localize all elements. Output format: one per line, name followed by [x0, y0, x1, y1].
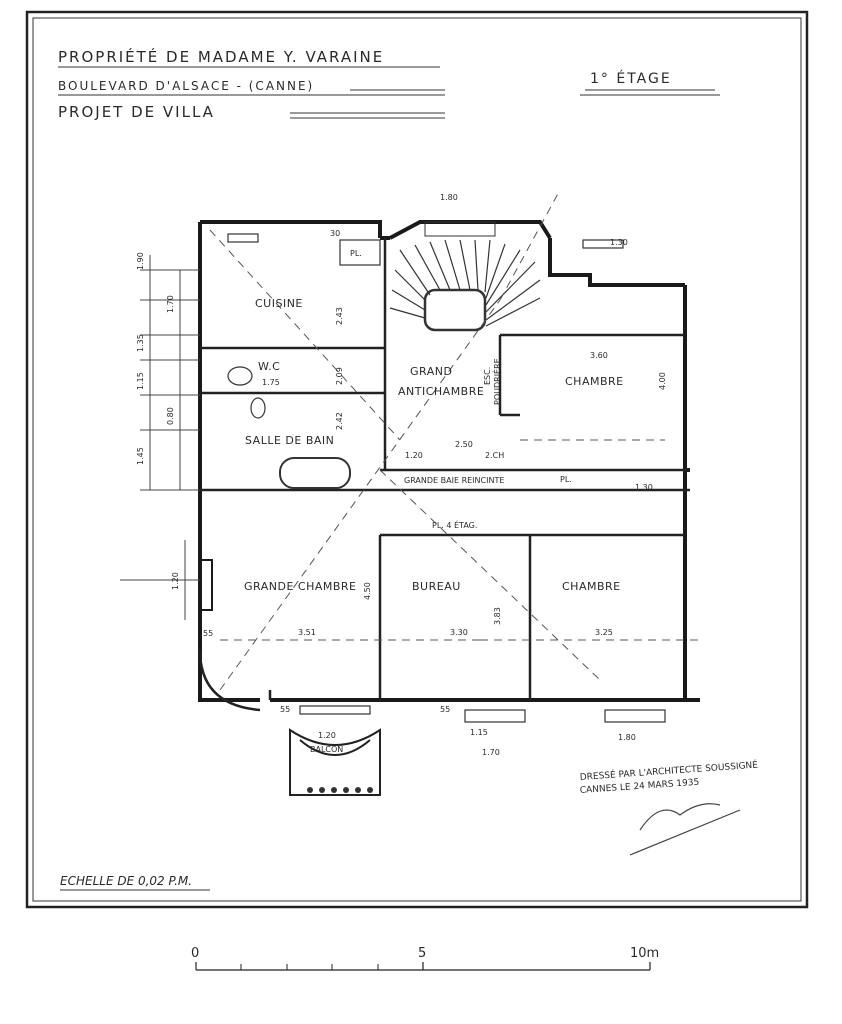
- dim-bureau-w: 3.30: [450, 628, 468, 637]
- title-line-3: PROJET DE VILLA: [58, 103, 215, 121]
- dim-ant-w: 2.50: [455, 440, 473, 449]
- title-line-1: PROPRIÉTÉ DE MADAME Y. VARAINE: [58, 47, 384, 66]
- dim-top-stair: 1.80: [440, 193, 458, 202]
- dim-gc-h: 4.50: [363, 582, 372, 600]
- scale-label-min: 0: [191, 946, 199, 961]
- dim-balcony-w: 1.20: [318, 731, 336, 740]
- dim-wc-h: 2.09: [335, 367, 344, 385]
- room-antichambre: ANTICHAMBRE: [398, 385, 484, 398]
- balcony: [289, 728, 381, 796]
- room-grande-chambre: GRANDE CHAMBRE: [244, 580, 357, 593]
- handwritten-signature: [629, 803, 741, 856]
- dim-left-1: 1.90: [136, 252, 145, 270]
- dim-bain-h: 2.42: [335, 412, 344, 430]
- staircase: [389, 221, 541, 332]
- dim-cuisine-h: 2.43: [335, 307, 344, 325]
- room-salle-de-bain: SALLE DE BAIN: [245, 434, 334, 447]
- dim-bottom-1: 1.15: [470, 728, 488, 737]
- dim-ant-right: 2.CH: [485, 451, 504, 460]
- outer-frame: [25, 10, 809, 909]
- stair-label-2: POUDRIÈRE: [491, 358, 502, 405]
- dim-left-4: 1.15: [136, 372, 145, 390]
- inner-frame: [32, 17, 802, 902]
- dim-chambre-w: 3.60: [590, 351, 608, 360]
- balcony-label: BALCON: [310, 745, 343, 754]
- room-pl-mid: PL.: [560, 475, 572, 484]
- dim-corner-3: 55: [440, 705, 450, 714]
- title-line-2: BOULEVARD D'ALSACE - (CANNE): [58, 79, 314, 93]
- room-grande-baie: GRANDE BAIE REINCINTE: [404, 476, 504, 485]
- room-pl-top: PL.: [350, 249, 362, 258]
- scale-note: ECHELLE DE 0,02 P.M.: [60, 874, 192, 888]
- interior-walls: [200, 238, 690, 700]
- dim-bottom-3: 1.80: [618, 733, 636, 742]
- room-grand-1: GRAND: [410, 365, 452, 378]
- stair-label-1: ESC.: [483, 367, 492, 385]
- dim-chambre2-w: 3.25: [595, 628, 613, 637]
- dim-left-3: 1.35: [136, 334, 145, 352]
- dim-top-small: 30: [330, 229, 340, 238]
- dim-bottom-2: 1.70: [482, 748, 500, 757]
- dim-chambre-h: 4.00: [658, 372, 667, 390]
- room-bureau: BUREAU: [412, 580, 461, 593]
- dim-top-right: 1.30: [610, 238, 628, 247]
- dim-gc-w: 3.51: [298, 628, 316, 637]
- dim-left-7: 1.20: [171, 572, 180, 590]
- dim-left-5: 0.80: [166, 407, 175, 425]
- dim-bureau-h: 3.83: [493, 607, 502, 625]
- dim-left-6: 1.45: [136, 447, 145, 465]
- dim-corner-2: 55: [280, 705, 290, 714]
- building-walls: [198, 220, 700, 702]
- room-chambre-right: CHAMBRE: [565, 375, 624, 388]
- dim-left-2: 1.70: [166, 295, 175, 313]
- left-dimension-lines: [120, 255, 200, 620]
- scale-bar: 0 5 10m: [191, 946, 659, 971]
- corner-curve: [198, 649, 261, 712]
- dim-corner: 55: [203, 629, 213, 638]
- dim-right-mid: 1.30: [635, 483, 653, 492]
- dimension-labels: 1.80 1.30 1.90 1.70 1.35 1.15 0.80 1.45 …: [136, 193, 667, 757]
- room-placard: PL. 4 ÉTAG.: [432, 519, 477, 530]
- room-cuisine: CUISINE: [255, 297, 303, 310]
- scale-label-mid: 5: [418, 946, 426, 961]
- section-lines: [209, 189, 700, 691]
- room-chambre-bottom: CHAMBRE: [562, 580, 621, 593]
- fixtures: [227, 233, 666, 723]
- scale-label-max: 10m: [630, 946, 659, 961]
- floor-label: 1° ÉTAGE: [590, 70, 672, 87]
- room-wc: W.C: [258, 360, 280, 373]
- dim-wc-w: 1.75: [262, 378, 280, 387]
- dim-ant-left: 1.20: [405, 451, 423, 460]
